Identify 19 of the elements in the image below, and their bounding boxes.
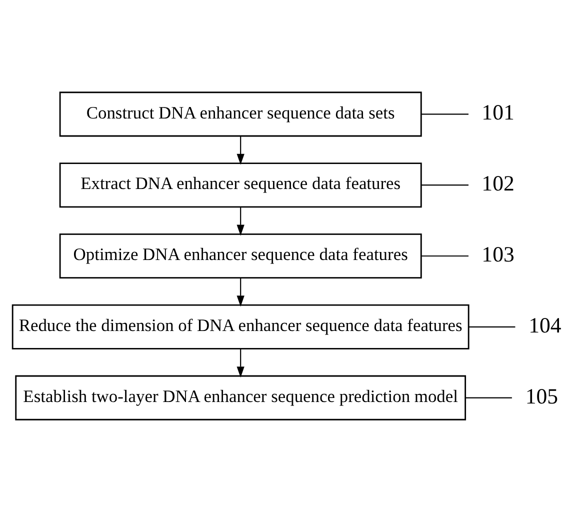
node-box: Extract DNA enhancer sequence data features — [59, 162, 422, 208]
arrow — [236, 136, 244, 165]
connector — [422, 114, 468, 115]
node-text: 105 — [525, 384, 558, 408]
node-box: Establish two-layer DNA enhancer sequence prediction model — [15, 375, 466, 420]
node-text: 101 — [482, 100, 514, 125]
node-box: Optimize DNA enhancer sequence data features — [59, 233, 422, 279]
arrow — [236, 349, 244, 378]
node-text: 103 — [482, 242, 514, 266]
node-box: Reduce the dimension of DNA enhancer sequence data features — [12, 304, 470, 350]
connector — [466, 397, 512, 398]
node-box: Construct DNA enhancer sequence data sets — [59, 92, 422, 137]
node-text: 104 — [528, 313, 562, 338]
node-text: 102 — [482, 172, 514, 196]
connector — [422, 255, 468, 257]
arrow — [236, 207, 244, 236]
connector — [422, 184, 468, 186]
arrow — [236, 278, 244, 307]
connector — [468, 326, 516, 328]
